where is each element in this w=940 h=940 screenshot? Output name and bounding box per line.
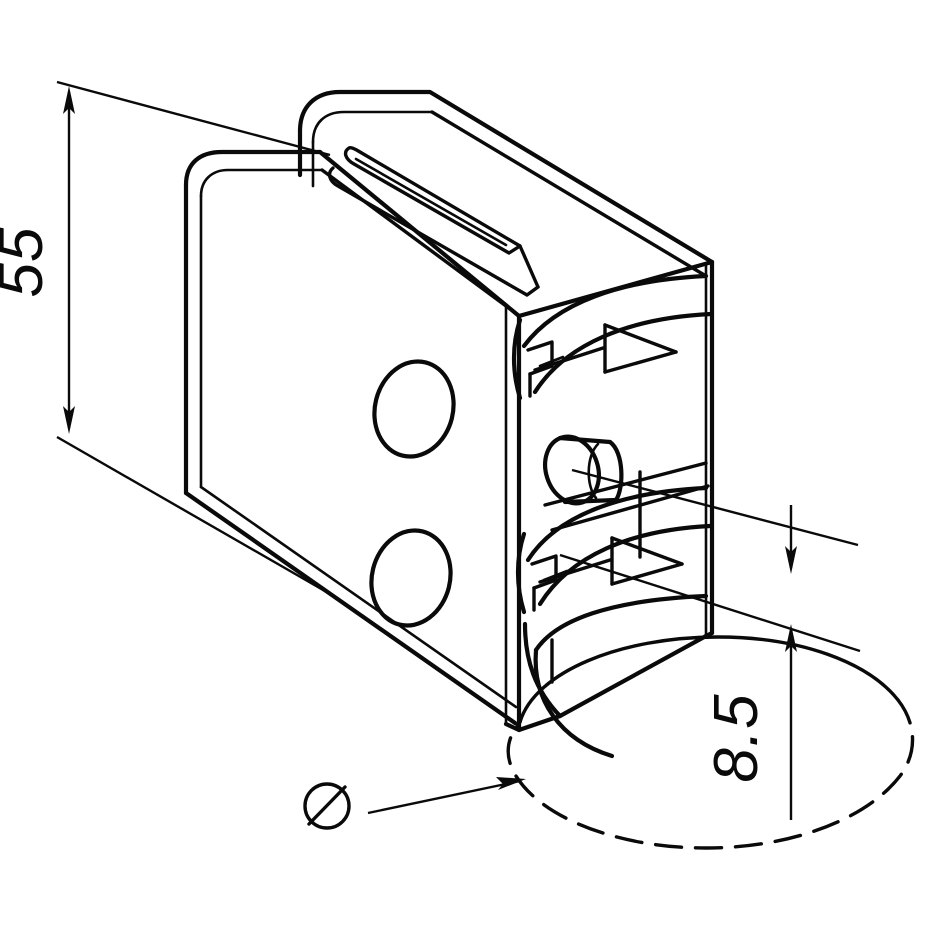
dim-55-extension-upper: [56, 80, 331, 157]
latch-notch-upper: [526, 340, 554, 376]
diameter-leader-line: [367, 779, 521, 815]
dim-55-arrow-bottom: [63, 406, 75, 434]
front-hole-upper: [372, 359, 456, 459]
diameter-symbol-slash: [307, 785, 347, 826]
latch-notch-lower-edge: [542, 569, 569, 582]
tab-slot-outer: [343, 146, 522, 255]
top-tab-group: [297, 89, 715, 297]
tab-recess-right: [518, 244, 540, 289]
body-bottom-right-face: [557, 633, 709, 719]
rib-lower-diag-b: [610, 562, 684, 586]
clamp-body-group: [183, 89, 715, 759]
latch-notch-lower: [530, 554, 558, 590]
saddle-upper-inner-curve: [532, 311, 714, 395]
tab-slot-inner-line: [354, 157, 508, 247]
saddle-lower-outer-curve: [525, 485, 709, 563]
diameter-leader-arrow: [496, 777, 526, 790]
saddle-bottom-curve: [533, 593, 709, 653]
saddle-bottom-left-wall: [522, 621, 563, 719]
screw-boss-group: [543, 434, 624, 506]
boss-right-cap: [607, 439, 624, 503]
diameter-symbol-circle: [303, 782, 351, 830]
tube-circle-dashed-arc: [506, 698, 915, 850]
front-face-rim-inner-top: [199, 168, 324, 198]
tab-front-bevel: [430, 110, 708, 278]
dim-85-arrow-upper: [785, 546, 797, 574]
tab-recess-edge: [327, 166, 540, 297]
boss-top-edge: [557, 435, 613, 445]
tab-top-inner-rim: [311, 110, 434, 144]
tab-top-outline: [297, 89, 715, 265]
dim-85-extension-upper: [571, 468, 859, 547]
saddle-upper-outer-curve: [521, 273, 709, 349]
latch-notch-upper-edge: [538, 355, 565, 368]
dim-55-label: 55: [0, 227, 56, 298]
saddle-lower-inner-curve: [537, 523, 713, 607]
rib-upper-diag-a: [603, 323, 678, 354]
boss-bottom-edge: [562, 497, 619, 505]
dimension-85-group: 8.5: [559, 468, 861, 820]
front-face-bottom-edge: [183, 490, 518, 726]
dimension-55-group: 55: [0, 80, 331, 596]
front-hole-lower: [369, 528, 453, 628]
dim-85-extension-lower: [559, 553, 861, 653]
saddle-concave-bottom: [533, 647, 615, 759]
boss-inner-arc: [587, 442, 600, 500]
front-face-top-left-corner: [183, 149, 323, 188]
dim-85-label: 8.5: [702, 693, 771, 782]
diameter-callout-group: Ø: [303, 777, 526, 830]
dim-55-arrow-top: [63, 86, 75, 114]
dim-55-extension-lower: [56, 435, 331, 596]
boss-shelf-lower: [550, 484, 710, 532]
rib-lower-diag-a: [610, 536, 684, 566]
front-face-bottom-corner: [503, 713, 563, 733]
rib-upper-diag-b: [603, 350, 678, 374]
dim-85-arrow-lower: [785, 624, 797, 652]
front-face-rim-inner-bottom: [199, 485, 518, 709]
